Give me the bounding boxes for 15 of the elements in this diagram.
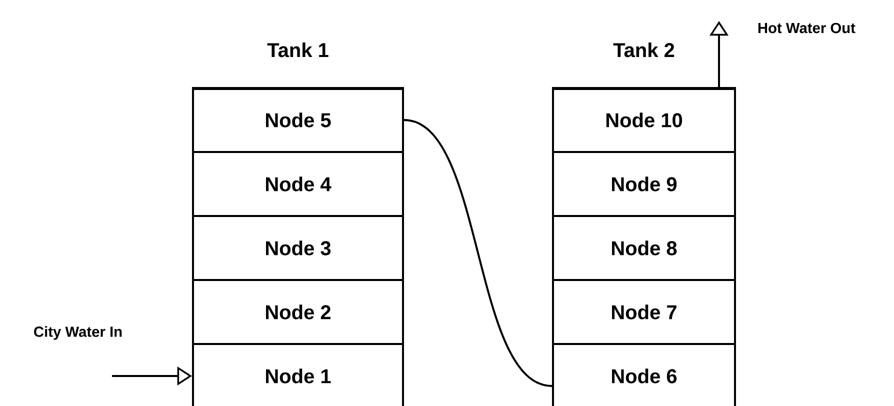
connector xyxy=(404,119,552,387)
node-label: Tank 1 xyxy=(267,42,328,58)
node-label: Tank 2 xyxy=(613,42,674,58)
node-box: Node 9 xyxy=(552,151,736,217)
node-box: Node 7 xyxy=(552,279,736,345)
node-box: Node 10 xyxy=(552,87,736,153)
node-box: Node 6 xyxy=(552,343,736,406)
node-box: Node 2 xyxy=(192,279,404,345)
node-box: Node 4 xyxy=(192,151,404,217)
node-box: Node 3 xyxy=(192,215,404,281)
node-box: Node 8 xyxy=(552,215,736,281)
edge-label: Hot Water Out xyxy=(758,22,856,34)
node-box: Node 5 xyxy=(192,87,404,153)
edge-label: City Water In xyxy=(34,326,122,340)
node-box: Node 1 xyxy=(192,343,404,406)
